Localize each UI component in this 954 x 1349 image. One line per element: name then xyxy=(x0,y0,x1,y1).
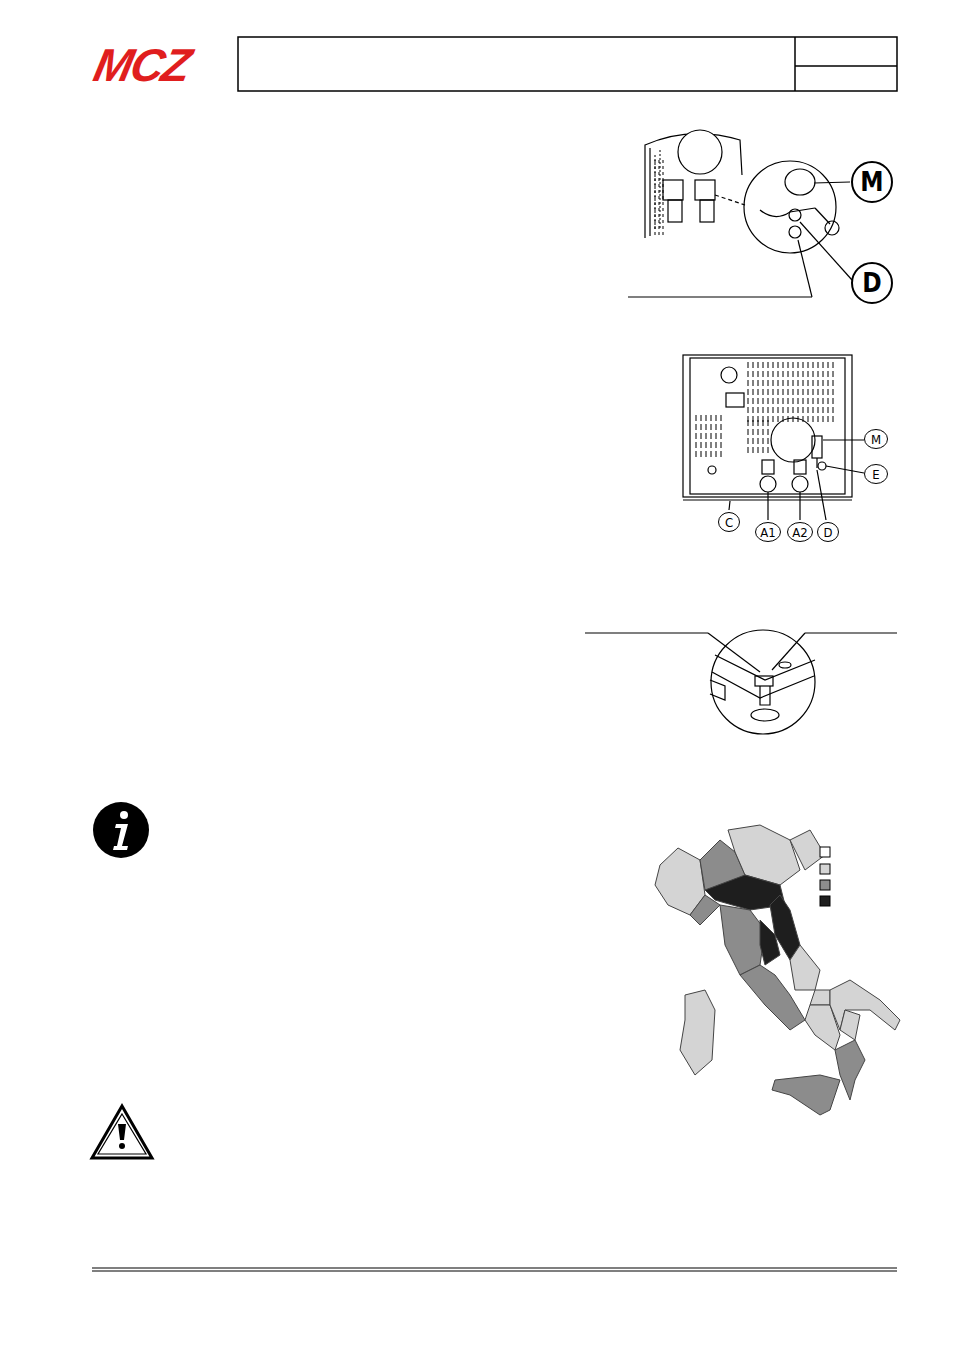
callout-circle: D xyxy=(851,262,893,304)
callout-letter: M xyxy=(871,433,881,446)
callout-letter: D xyxy=(862,270,881,296)
callout-letter: M xyxy=(860,169,883,195)
callout-letter: A2 xyxy=(792,526,807,539)
callout-circle: M xyxy=(851,161,893,203)
callout-circle: E xyxy=(864,464,888,484)
brand-logo: MCZ xyxy=(90,42,193,88)
callout-letter: C xyxy=(725,516,733,529)
callout-letter: A1 xyxy=(760,526,775,539)
callout-circle: A1 xyxy=(755,522,781,542)
callout-circle: C xyxy=(718,512,740,532)
callout-circle: D xyxy=(817,522,839,542)
callout-circle: M xyxy=(864,429,888,449)
callout-letter: D xyxy=(823,526,832,539)
callout-letter: E xyxy=(872,468,879,481)
callout-circle: A2 xyxy=(787,522,813,542)
